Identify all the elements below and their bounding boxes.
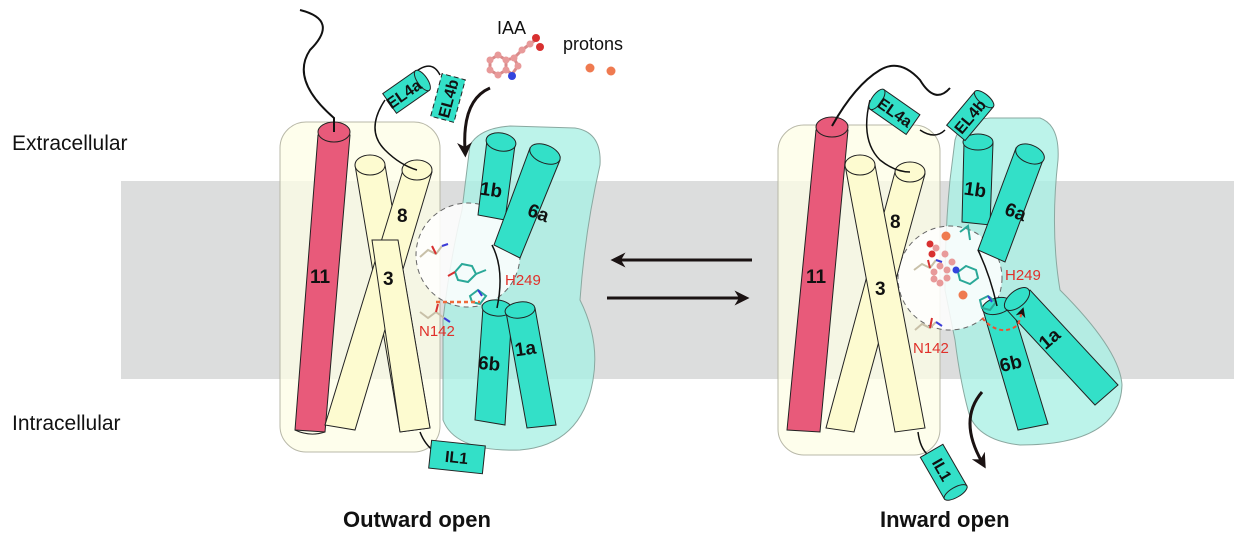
loop-path [491, 244, 501, 309]
helix-label: 8 [890, 212, 901, 233]
helix-tm3: 3 [844, 154, 926, 433]
helix-tm6b: 6b [474, 299, 513, 426]
substrate-entry-arrow [457, 86, 491, 158]
state-title-outward: Outward open [343, 507, 491, 532]
iaa-bound-icon [926, 240, 960, 287]
helix-label: 1b [963, 179, 988, 203]
helix-label: 3 [875, 279, 886, 300]
residue-label-his: H249 [1005, 267, 1041, 284]
inward-open-state: 11 8 3 1b 6a 6b 1a [777, 64, 1123, 532]
helix-label: 6b [477, 353, 501, 376]
helix-label: 11 [310, 267, 331, 288]
histidine-rotation-arrow [981, 307, 1026, 332]
loop-path [919, 129, 946, 136]
release-arrow [968, 391, 986, 469]
residue-label-his: H249 [505, 272, 541, 289]
residue-sticks [419, 243, 488, 323]
residue-label-asn: N142 [913, 340, 949, 357]
iaa-molecule-icon [486, 34, 544, 80]
intracellular-label: Intracellular [12, 412, 121, 435]
helix-tm1b: 1b [961, 133, 994, 226]
outward-open-state: 11 3 8 3 1b 6a 6b [279, 9, 623, 532]
loop-label: IL1 [444, 449, 469, 468]
extracellular-label: Extracellular [12, 132, 128, 155]
helix-label: 1a [514, 337, 538, 361]
loop-il1: IL1 [919, 443, 968, 501]
proton-icons [585, 63, 616, 76]
helix-label: 1b [479, 179, 504, 203]
residue-label-asn: N142 [419, 323, 455, 340]
helix-label: 6b [998, 351, 1025, 377]
helix-tm11: 11 [786, 116, 849, 433]
helix-tm6a: 6a [977, 143, 1045, 263]
loop-il1: IL1 [428, 439, 486, 475]
loop-path [865, 99, 911, 173]
loop-path [299, 9, 335, 132]
residue-sticks [913, 224, 998, 331]
helix-label: 8 [397, 206, 408, 227]
helix-label: 11 [806, 267, 827, 288]
helix-tm1b: 1b [477, 132, 517, 221]
proton-icons [941, 231, 968, 300]
equilibrium-arrows [607, 252, 752, 306]
iaa-label: IAA [497, 18, 526, 38]
loop-path [977, 249, 998, 307]
protons-label: protons [563, 34, 623, 54]
state-title-inward: Inward open [880, 507, 1010, 532]
loop-path [831, 64, 951, 127]
helix-tm1a: 1a [504, 301, 557, 429]
loop-path [374, 99, 418, 171]
helix-label-overlay: 3 [383, 269, 394, 290]
loop-el4a: EL4a [382, 69, 431, 114]
loop-el4b: EL4b [430, 73, 466, 123]
